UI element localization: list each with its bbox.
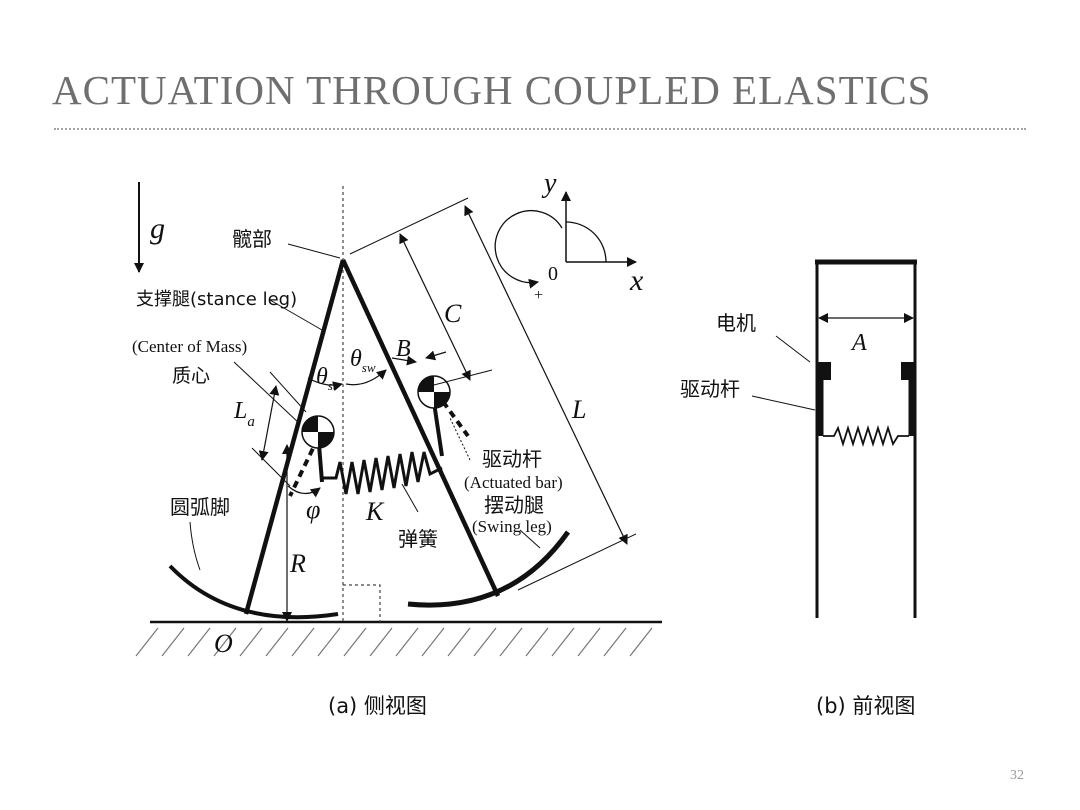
stance-leg xyxy=(243,259,346,615)
a-label: A xyxy=(850,330,867,356)
k-label: K xyxy=(365,497,385,526)
right-angle-marker xyxy=(343,584,381,622)
o-label: O xyxy=(214,629,233,658)
r-label: R xyxy=(289,549,306,578)
side-view: g xyxy=(132,168,662,718)
side-view-caption: (a) 侧视图 xyxy=(328,694,427,718)
theta-st-label: θst xyxy=(316,364,337,393)
center-of-mass-cn-label: 质心 xyxy=(172,365,210,387)
stance-com-symbol xyxy=(301,415,335,449)
c-label: C xyxy=(444,299,462,328)
swing-arc-foot xyxy=(407,530,571,608)
spring-label: 弹簧 xyxy=(398,527,438,551)
front-view-caption: (b) 前视图 xyxy=(816,694,915,718)
arc-foot-label: 圆弧脚 xyxy=(170,495,230,519)
spring-k xyxy=(322,451,443,495)
ground xyxy=(135,620,662,657)
stance-leg-label: 支撑腿(stance leg) xyxy=(136,289,297,310)
theta-sw-label: θsw xyxy=(350,346,376,375)
actuated-bar-cn-label: 驱动杆 xyxy=(482,447,542,471)
front-spring xyxy=(823,424,909,448)
axis-x-label: x xyxy=(629,264,644,297)
l-label: L xyxy=(571,395,586,424)
dimension-la xyxy=(258,385,280,461)
phi-arc xyxy=(287,485,321,498)
coordinate-frame xyxy=(494,191,637,289)
title-divider xyxy=(54,128,1026,130)
hip-label: 髋部 xyxy=(232,227,272,251)
axis-y-label: y xyxy=(541,168,557,199)
b-label: B xyxy=(396,336,411,362)
front-right-motor xyxy=(901,362,915,380)
front-left-motor xyxy=(817,362,831,380)
swing-leg-cn-label: 摆动腿 xyxy=(484,493,544,517)
slide-title: ACTUATION THROUGH COUPLED ELASTICS xyxy=(52,67,932,113)
phi-label: φ xyxy=(306,495,320,524)
front-actuated-bar-label: 驱动杆 xyxy=(680,377,740,401)
origin-label: 0 xyxy=(548,263,558,285)
theta-st-arc xyxy=(307,377,343,392)
swing-leg-en-label: (Swing leg) xyxy=(472,517,552,536)
dimension-c xyxy=(399,233,471,381)
la-label: La xyxy=(233,398,255,430)
motor-label: 电机 xyxy=(716,311,756,335)
gravity-label: g xyxy=(150,212,165,245)
center-of-mass-en-label: (Center of Mass) xyxy=(132,337,247,356)
theta-sw-arc xyxy=(345,369,387,386)
front-view: 电机 A 驱动杆 (b) 前视图 xyxy=(680,259,917,718)
actuated-bar-en-label: (Actuated bar) xyxy=(464,473,563,492)
stance-com-dash xyxy=(288,437,320,497)
dimension-l xyxy=(464,205,628,545)
dimension-b xyxy=(391,355,417,366)
rotation-plus-label: + xyxy=(534,287,543,304)
stance-arc-foot xyxy=(168,564,339,620)
swing-com-symbol xyxy=(417,375,451,409)
swing-com-dash xyxy=(434,390,470,438)
slide-number: 32 xyxy=(1010,768,1024,783)
